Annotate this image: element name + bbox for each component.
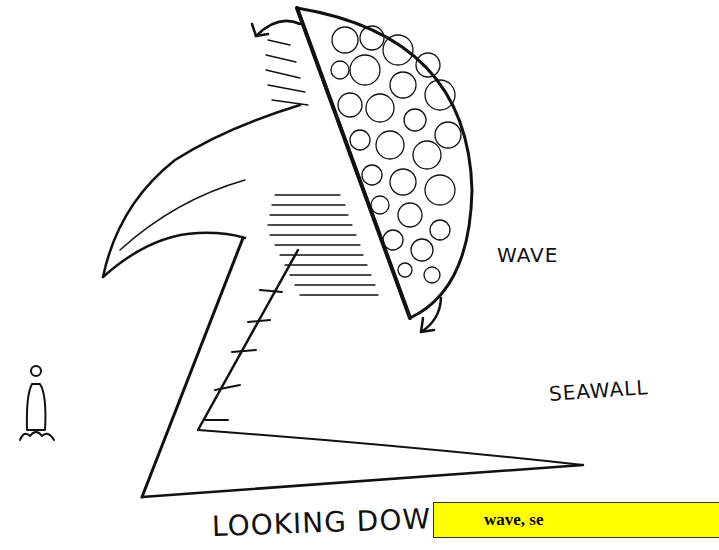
wave-hatching [266,40,378,295]
arrow-head [252,24,268,36]
wave-stem [198,250,298,430]
person-feet [20,432,54,440]
person-body [27,384,46,430]
wave-stem [142,238,243,497]
dome-edge [297,8,410,318]
wave-body [120,180,245,250]
arrow-head [421,318,434,332]
sketch-label: SEAWALL [548,375,649,406]
wave-body [103,105,300,277]
highlight-box: wave, se [433,502,719,538]
wave-body [103,233,245,277]
seawall [198,430,583,465]
box-text: wave, se [484,510,543,530]
sketch-label: WAVE [497,243,558,267]
wave-dome [297,8,472,318]
sketch-label: LOOKING DOWN: [211,501,464,543]
person-head [31,366,41,376]
seawall [142,465,583,497]
stem-hatching [205,290,282,420]
